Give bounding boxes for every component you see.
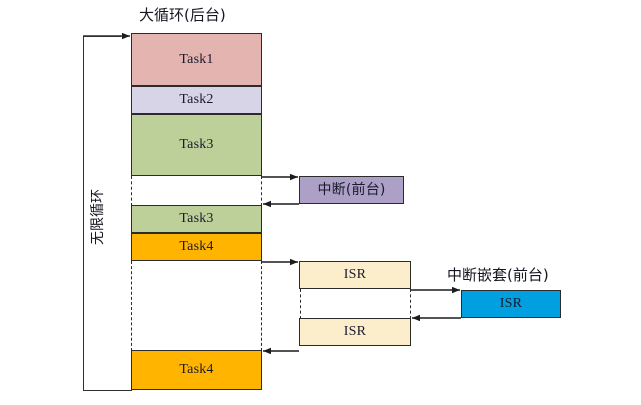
dashed-guide-isr-right bbox=[410, 289, 411, 319]
nested-interrupt-title: 中断嵌套(前台) bbox=[447, 266, 549, 284]
loop-bracket-top bbox=[83, 36, 121, 37]
background-loop-title: 大循环(后台) bbox=[139, 6, 226, 24]
dashed-guide-left-upper bbox=[131, 176, 132, 206]
task2-block: Task2 bbox=[131, 86, 262, 114]
task4-block: Task4 bbox=[131, 233, 262, 261]
task3-resume-block: Task3 bbox=[131, 205, 262, 233]
nested-isr-block: ISR bbox=[461, 290, 561, 318]
dashed-guide-right-lower bbox=[261, 261, 262, 351]
task4-resume-block: Task4 bbox=[131, 350, 262, 390]
interrupt-foreground-block: 中断(前台) bbox=[299, 176, 404, 204]
task1-block: Task1 bbox=[131, 33, 262, 86]
infinite-loop-label: 无限循环 bbox=[87, 179, 107, 255]
dashed-guide-isr-left bbox=[300, 289, 301, 319]
dashed-guide-right-upper bbox=[261, 176, 262, 206]
task3-block: Task3 bbox=[131, 114, 262, 176]
dashed-guide-left-lower bbox=[131, 261, 132, 351]
isr-resume-block: ISR bbox=[299, 318, 411, 346]
isr-first-block: ISR bbox=[299, 261, 411, 289]
loop-bracket-bottom bbox=[83, 390, 132, 391]
loop-bracket-vertical bbox=[83, 36, 84, 390]
